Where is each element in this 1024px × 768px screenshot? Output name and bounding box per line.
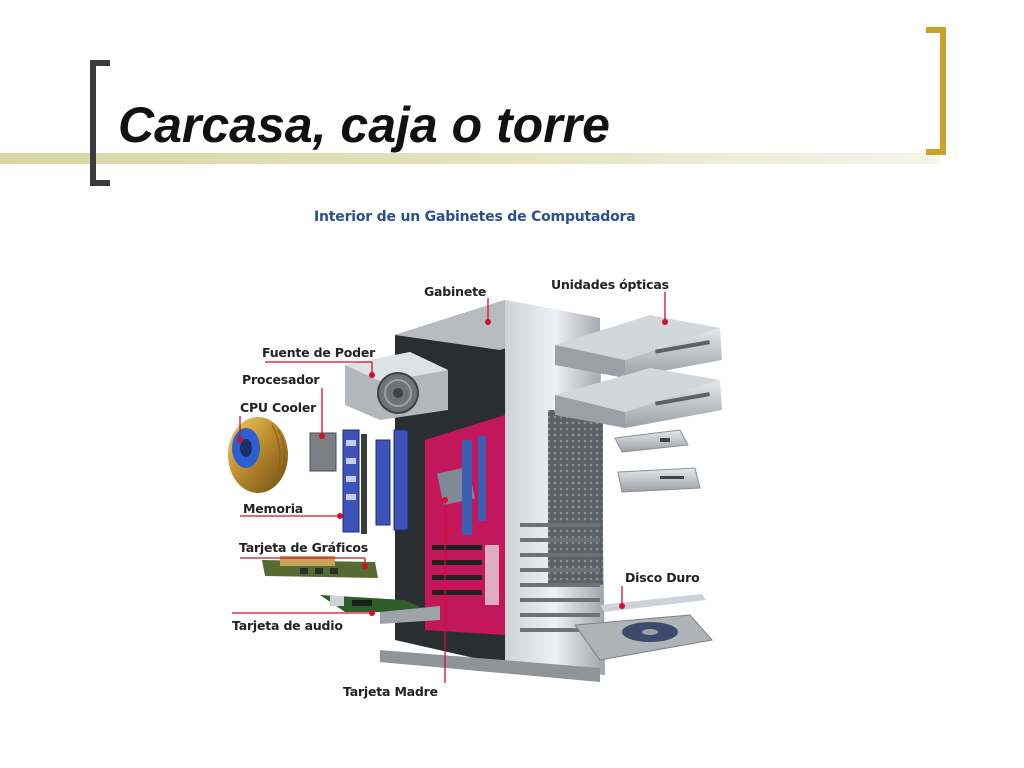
graphics-card	[262, 556, 378, 578]
optical-drives	[555, 315, 722, 428]
label-cpu-cooler: CPU Cooler	[240, 400, 317, 415]
left-bracket-decoration	[90, 60, 110, 186]
label-unidades-opticas: Unidades ópticas	[551, 277, 669, 292]
right-bracket-decoration	[926, 27, 946, 155]
computer-case-illustration	[228, 292, 722, 683]
audio-card	[320, 595, 440, 624]
hard-drive	[574, 594, 713, 661]
label-fuente-de-poder: Fuente de Poder	[262, 345, 376, 360]
figure-title: Interior de un Gabinetes de Computadora	[314, 209, 636, 225]
small-drive-bays	[614, 429, 701, 493]
label-tarjeta-graficos: Tarjeta de Gráficos	[239, 540, 369, 555]
title-rule	[0, 153, 940, 164]
power-supply	[345, 352, 448, 420]
processor-chip	[309, 432, 337, 472]
label-memoria: Memoria	[243, 501, 304, 516]
memory-modules	[342, 429, 409, 534]
cpu-cooler	[228, 417, 288, 493]
label-disco-duro: Disco Duro	[625, 570, 700, 585]
label-gabinete: Gabinete	[424, 284, 487, 299]
label-procesador: Procesador	[242, 372, 320, 387]
motherboard	[425, 415, 505, 635]
slide-title: Carcasa, caja o torre	[118, 97, 610, 153]
label-tarjeta-madre: Tarjeta Madre	[343, 684, 438, 699]
leader-dots	[237, 319, 668, 616]
label-tarjeta-audio: Tarjeta de audio	[232, 618, 343, 633]
